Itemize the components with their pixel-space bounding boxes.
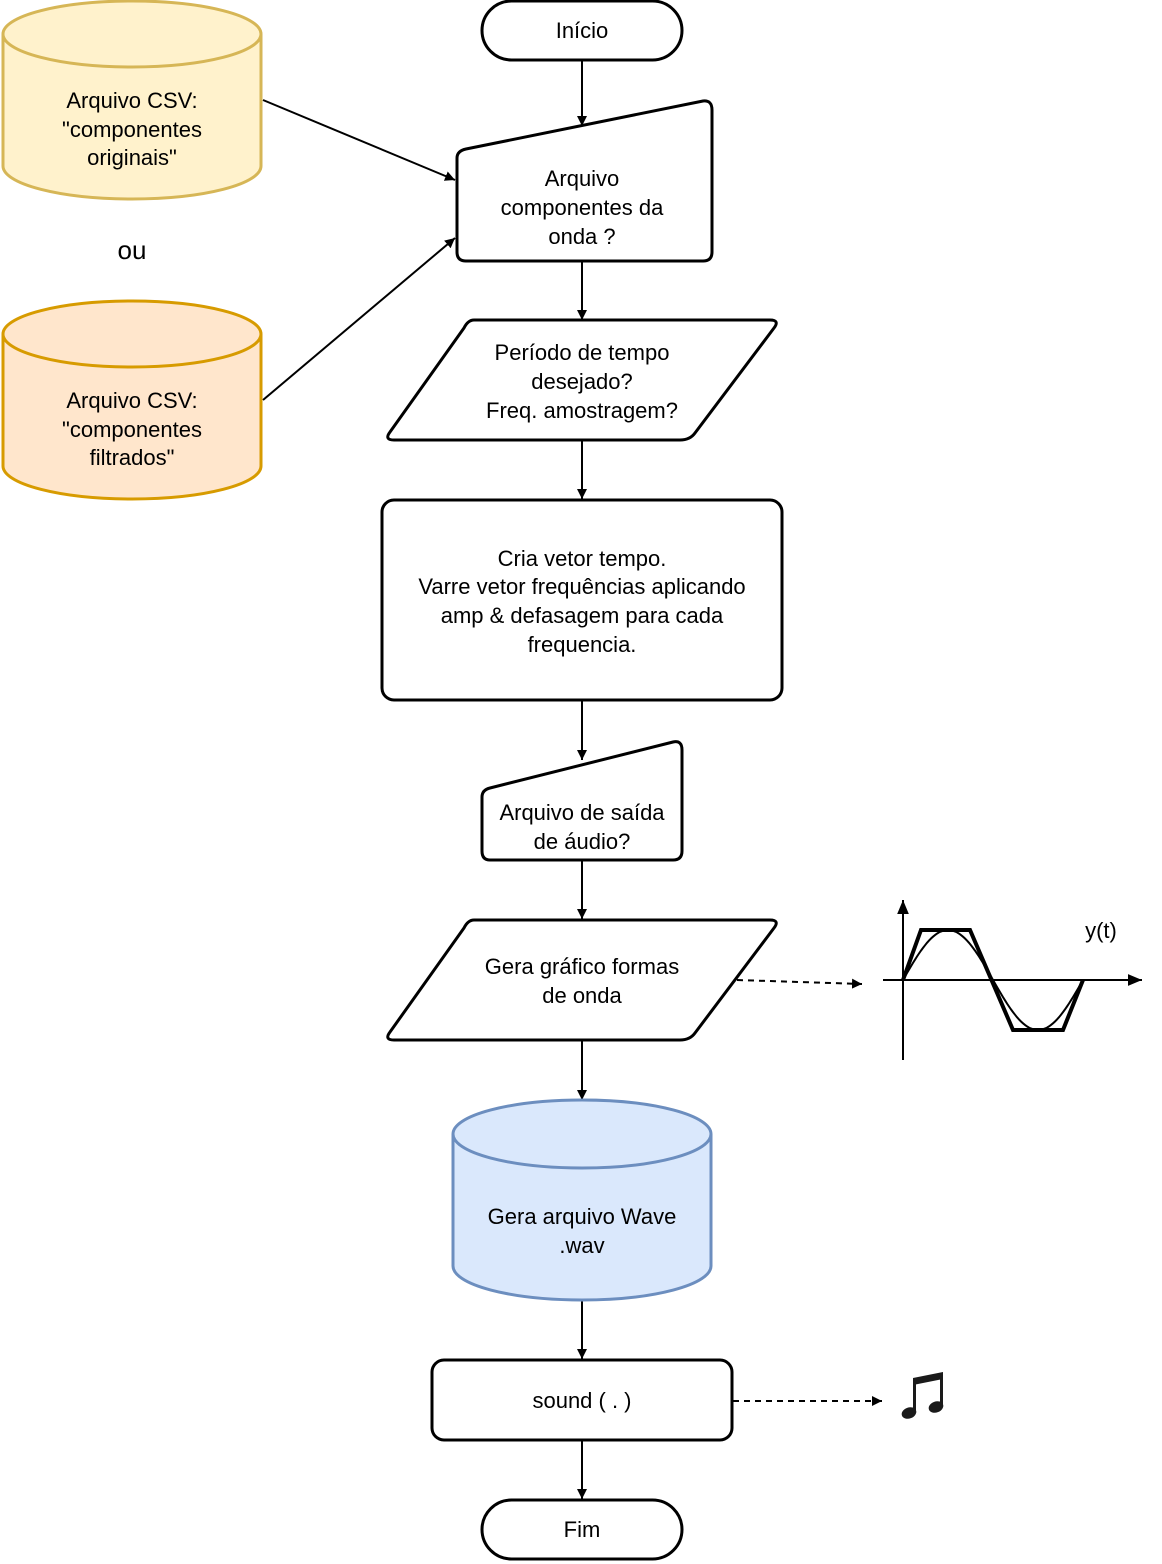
gera-wave-line-1: Gera arquivo Wave: [488, 1204, 677, 1229]
node-gera-wave: Gera arquivo Wave .wav: [451, 1098, 713, 1302]
periodo-line-2: desejado?: [531, 369, 633, 394]
manual-input-shape: [455, 99, 714, 263]
csv-filtrados-line-2: "componentes: [62, 417, 202, 442]
terminator-shape: [480, 1498, 684, 1561]
cylinder-top: [1, 0, 263, 69]
gera-grafico-line-2: de onda: [542, 983, 622, 1008]
csv-originais-line-2: "componentes: [62, 117, 202, 142]
music-note-stem-left: [913, 1380, 916, 1412]
waveform-illustration: y(t): [883, 900, 1142, 1060]
node-arquivo-componentes: Arquivo componentes da onda ?: [455, 99, 714, 263]
music-note-beam: [913, 1372, 943, 1385]
cria-vetor-line-3: amp & defasagem para cada: [441, 603, 724, 628]
cylinder-body: [451, 1134, 713, 1302]
node-cria-vetor: Cria vetor tempo. Varre vetor frequência…: [380, 498, 784, 702]
cria-vetor-line-1: Cria vetor tempo.: [498, 546, 667, 571]
dashed-arrow-grafico-to-waveform: [736, 978, 863, 989]
cylinder-top: [451, 1098, 713, 1170]
node-sound: sound ( . ): [430, 1358, 734, 1442]
music-note-head-left: [901, 1407, 917, 1419]
terminator-shape: [480, 0, 684, 62]
parallelogram-shape: [386, 318, 778, 442]
periodo-line-1: Período de tempo: [495, 340, 670, 365]
gera-wave-line-2: .wav: [559, 1233, 604, 1258]
inicio-label: Início: [556, 18, 609, 43]
node-gera-grafico: Gera gráfico formas de onda: [386, 918, 778, 1042]
csv-originais-line-1: Arquivo CSV:: [66, 88, 197, 113]
cylinder-body: [1, 334, 263, 501]
sound-label: sound ( . ): [532, 1388, 631, 1413]
csv-originais-line-3: originais": [87, 145, 177, 170]
arrow-csv-originais-to-arquivo: [262, 99, 456, 181]
node-fim: Fim: [480, 1498, 684, 1561]
node-inicio: Início: [480, 0, 684, 62]
cylinder-top: [1, 299, 263, 369]
waveform-trapezoid-curve: [901, 928, 1085, 1032]
cylinder-body: [1, 34, 263, 201]
cria-vetor-line-4: frequencia.: [528, 632, 637, 657]
fim-label: Fim: [564, 1517, 601, 1542]
process-shape: [380, 498, 784, 702]
music-note-stem-right: [940, 1374, 943, 1406]
manual-input-shape: [480, 740, 684, 862]
ou-label: ou: [118, 235, 147, 265]
periodo-line-3: Freq. amostragem?: [486, 398, 678, 423]
cria-vetor-line-2: Varre vetor frequências aplicando: [418, 574, 745, 599]
connectors: [262, 60, 882, 1499]
arquivo-componentes-line-1: Arquivo: [545, 166, 620, 191]
waveform-label: y(t): [1085, 918, 1117, 943]
gera-grafico-line-1: Gera gráfico formas: [485, 954, 679, 979]
parallelogram-shape: [386, 918, 778, 1042]
node-arquivo-saida: Arquivo de saída de áudio?: [480, 740, 684, 862]
csv-filtrados-line-1: Arquivo CSV:: [66, 388, 197, 413]
arquivo-componentes-line-2: componentes da: [501, 195, 664, 220]
arquivo-saida-line-1: Arquivo de saída: [499, 800, 665, 825]
arquivo-saida-line-2: de áudio?: [534, 829, 631, 854]
music-note-icon: [901, 1372, 944, 1419]
arquivo-componentes-line-3: onda ?: [548, 224, 615, 249]
csv-filtrados-line-3: filtrados": [90, 445, 175, 470]
process-shape: [430, 1358, 734, 1442]
arrow-csv-filtrados-to-arquivo: [262, 237, 456, 401]
music-note-head-right: [928, 1401, 944, 1413]
input-csv-filtrados: Arquivo CSV: "componentes filtrados": [1, 299, 263, 501]
input-csv-originais: Arquivo CSV: "componentes originais": [1, 0, 263, 201]
node-periodo: Período de tempo desejado? Freq. amostra…: [386, 318, 778, 442]
